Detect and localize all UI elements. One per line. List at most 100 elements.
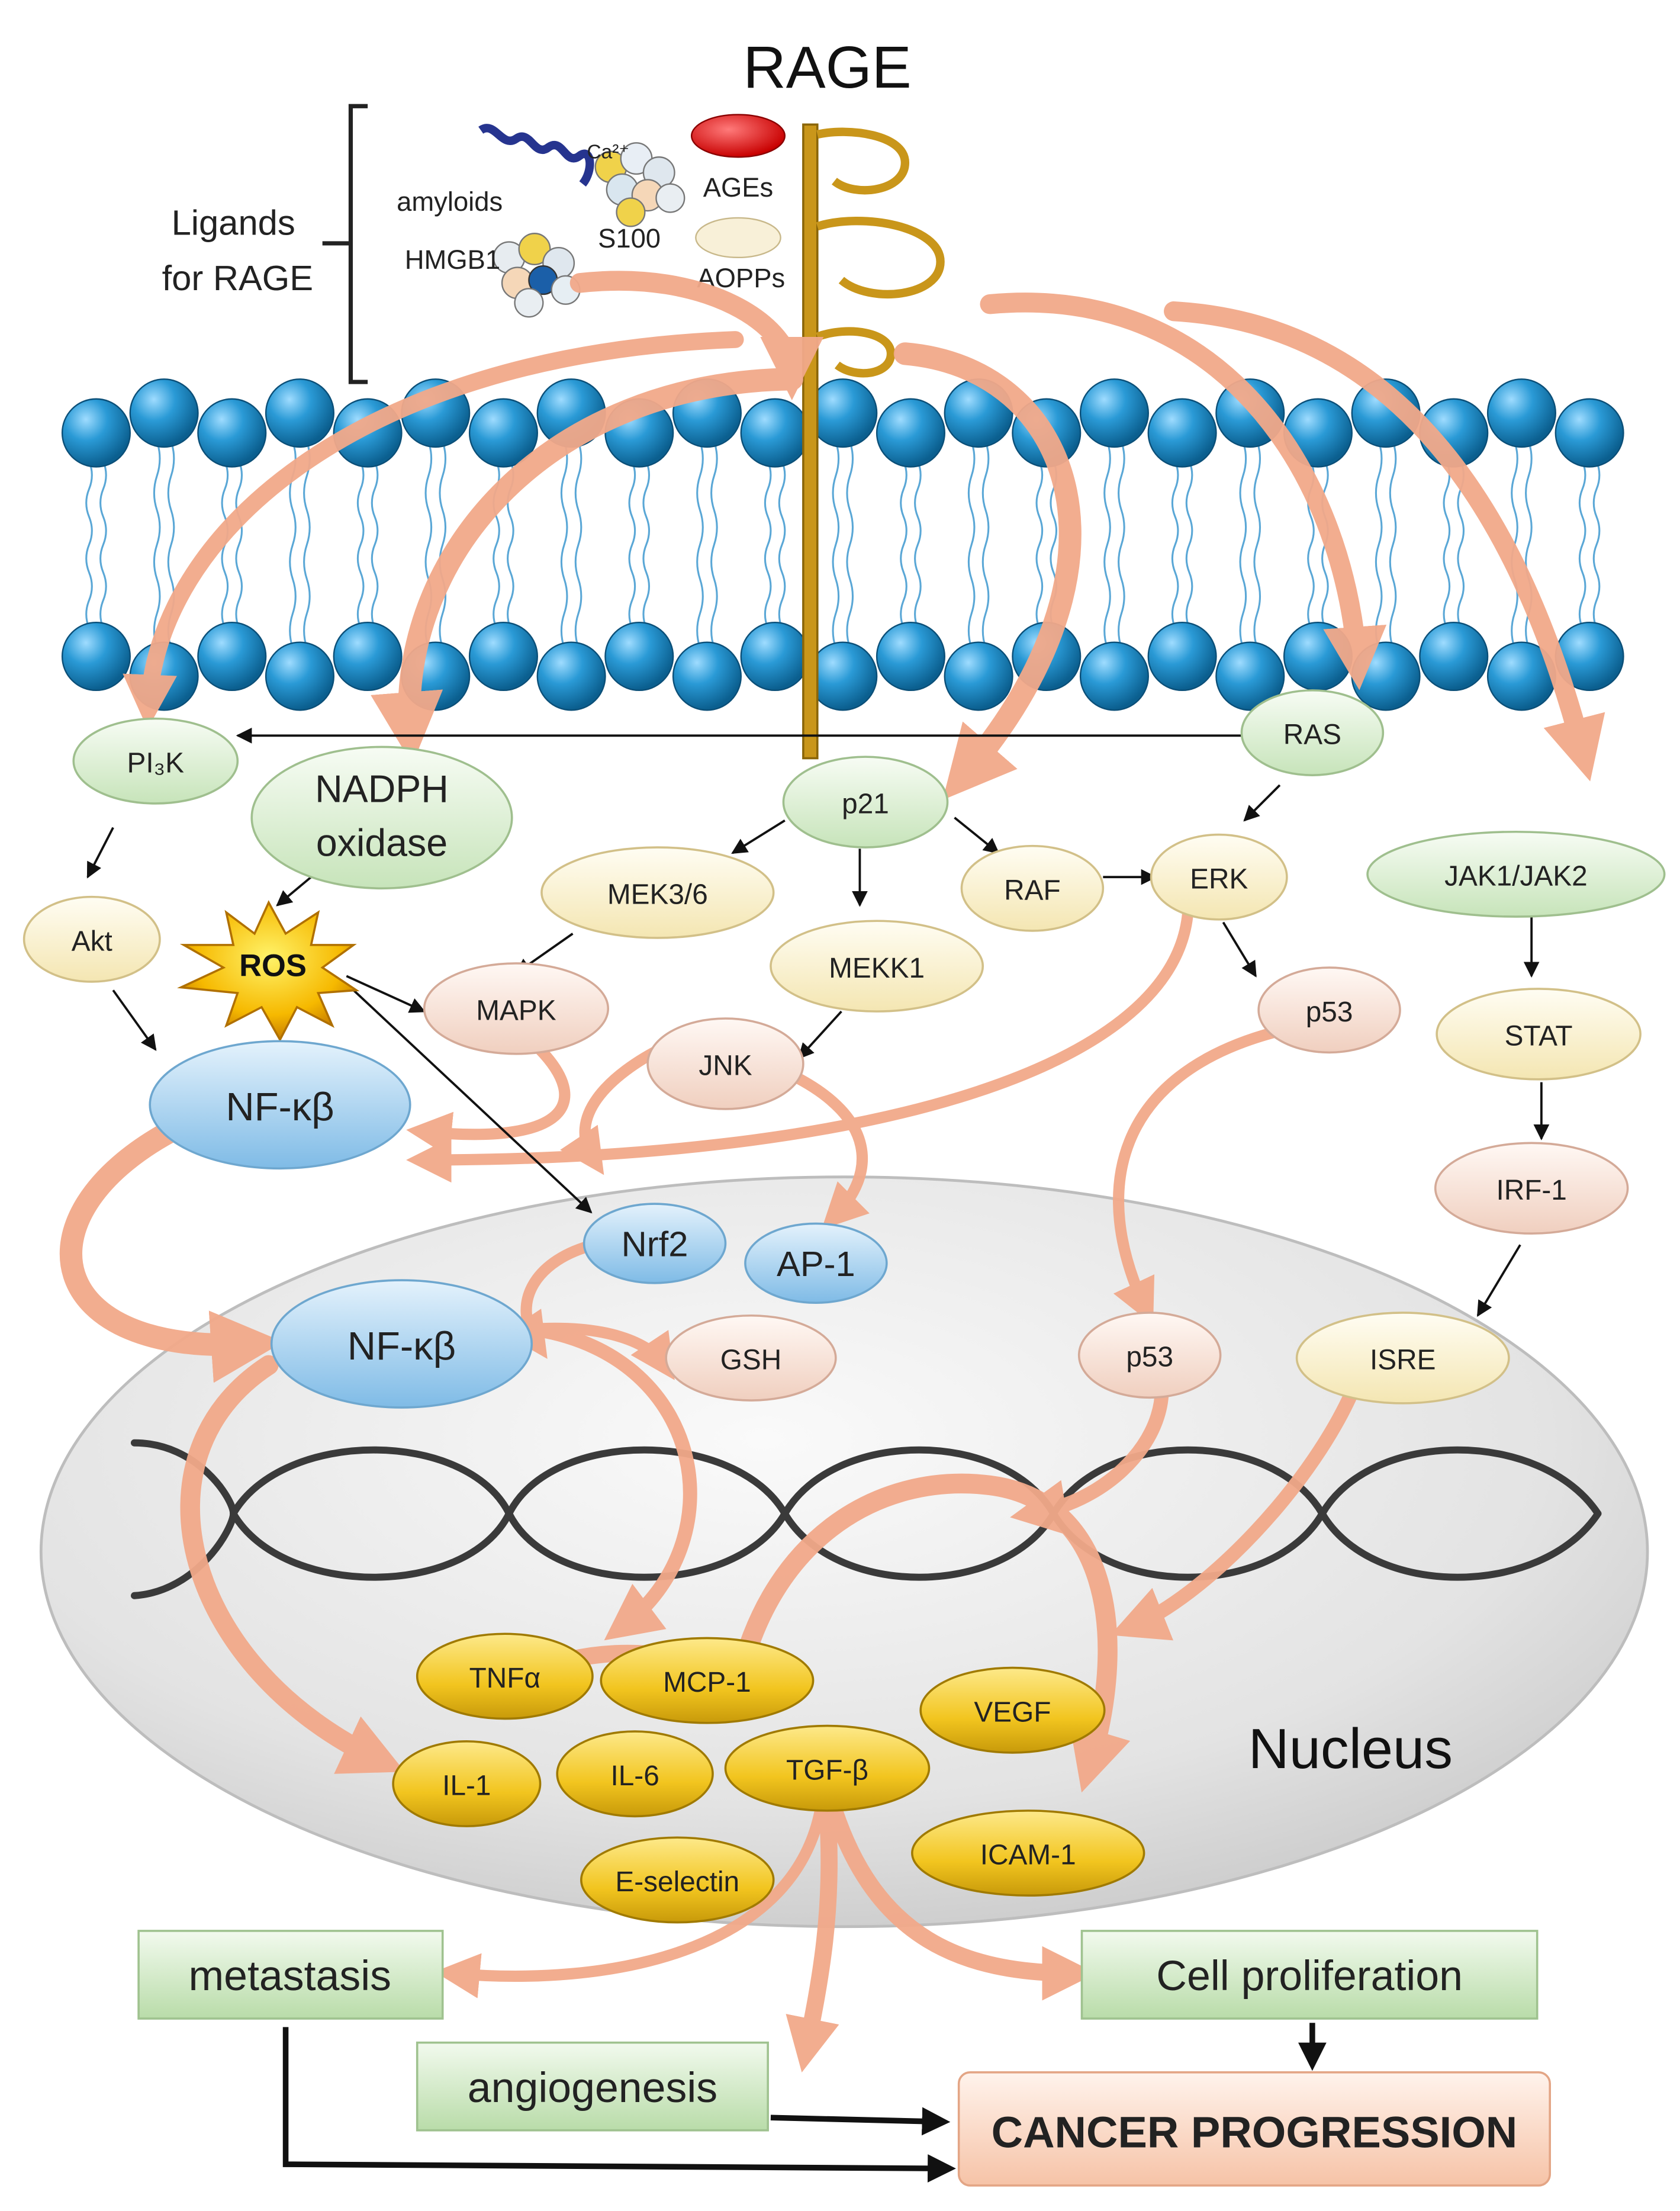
gene-tnfa: TNFα (416, 1632, 594, 1720)
phospholipid-head (536, 641, 606, 711)
outcome-cell-proliferation: Cell proliferation (1080, 1930, 1539, 2020)
ligands-label: Ligands (172, 203, 295, 243)
gene-vegf: VEGF (919, 1666, 1106, 1754)
gene-eselectin: E-selectin (580, 1836, 775, 1924)
phospholipid-head (129, 378, 199, 448)
phospholipid-head (1079, 641, 1149, 711)
gene-mcp1: MCP-1 (600, 1637, 815, 1724)
phospholipid-head (333, 621, 403, 692)
calcium-label: Ca²⁺ (587, 142, 629, 163)
svg-text:p21: p21 (842, 789, 889, 820)
svg-text:p53: p53 (1126, 1342, 1173, 1373)
outcome-arrows (282, 2023, 1327, 2183)
phospholipid-head (1555, 398, 1624, 468)
hmgb1-protein-icon (493, 233, 581, 318)
rage-title: RAGE (743, 34, 911, 101)
svg-text:IL-6: IL-6 (610, 1760, 659, 1792)
svg-text:ERK: ERK (1190, 863, 1248, 895)
nfkb-nucleus-node: NF-κβ (270, 1279, 533, 1409)
svg-text:MEK3/6: MEK3/6 (607, 879, 708, 911)
svg-text:IL-1: IL-1 (442, 1770, 491, 1802)
gene-il1: IL-1 (392, 1740, 542, 1827)
mek36-node: MEK3/6 (540, 846, 775, 939)
p53-nucleus-node: p53 (1077, 1312, 1222, 1399)
stat-node: STAT (1436, 988, 1642, 1081)
svg-text:MEKK1: MEKK1 (829, 953, 925, 984)
phospholipid-head (265, 641, 334, 711)
svg-text:STAT: STAT (1505, 1020, 1573, 1052)
phospholipid-head (1079, 378, 1149, 448)
nadph-oxidase-node: NADPH oxidase (250, 745, 513, 890)
phospholipid-head (468, 398, 538, 468)
svg-text:TNFα: TNFα (469, 1663, 540, 1694)
nfkb-cytoplasm-node: NF-κβ (149, 1040, 411, 1170)
s100-label: S100 (598, 223, 661, 253)
ros-node: ROS (177, 900, 360, 1042)
phospholipid-head (808, 641, 878, 711)
svg-text:RAF: RAF (1004, 875, 1061, 906)
ligands-bracket (322, 104, 368, 384)
cell-membrane (61, 378, 1624, 711)
hmgb1-label: HMGB1 (405, 245, 500, 275)
ages-icon (690, 114, 786, 158)
signal-arrows (59, 271, 1605, 2072)
phospholipid-head (740, 398, 810, 468)
rage-receptor (802, 123, 945, 760)
svg-text:ROS: ROS (239, 948, 307, 983)
phospholipid-head (604, 621, 674, 692)
gene-il6: IL-6 (556, 1730, 714, 1818)
erk-node: ERK (1150, 833, 1288, 921)
ap1-node: AP-1 (744, 1222, 888, 1304)
svg-text:CANCER PROGRESSION: CANCER PROGRESSION (992, 2107, 1518, 2157)
ras-node: RAS (1240, 689, 1385, 776)
gsh-node: GSH (665, 1314, 837, 1402)
svg-text:IRF-1: IRF-1 (1496, 1175, 1566, 1206)
p53-cytoplasm-node: p53 (1257, 966, 1401, 1054)
svg-text:E-selectin: E-selectin (615, 1866, 739, 1898)
outcome-cancer-progression: CANCER PROGRESSION (957, 2071, 1552, 2187)
phospholipid-head (1419, 621, 1489, 692)
outcome-angiogenesis: angiogenesis (416, 2041, 769, 2132)
phospholipid-head (1215, 641, 1285, 711)
jak-node: JAK1/JAK2 (1366, 830, 1666, 918)
ligands-label-2: for RAGE (162, 258, 314, 298)
mapk-node: MAPK (423, 962, 610, 1055)
raf-node: RAF (960, 844, 1105, 932)
phospholipid-head (61, 398, 131, 468)
svg-text:oxidase: oxidase (316, 821, 448, 864)
phospholipid-head (1147, 621, 1217, 692)
jnk-node: JNK (646, 1017, 804, 1110)
regulation-arrows (86, 727, 1550, 1317)
svg-text:VEGF: VEGF (974, 1696, 1051, 1728)
svg-text:RAS: RAS (1283, 719, 1341, 751)
svg-text:p53: p53 (1306, 997, 1353, 1028)
svg-text:ISRE: ISRE (1370, 1345, 1436, 1376)
svg-text:JNK: JNK (699, 1050, 752, 1082)
phospholipid-head (197, 398, 267, 468)
svg-text:angiogenesis: angiogenesis (468, 2064, 717, 2112)
nrf2-node: Nrf2 (582, 1203, 727, 1284)
aopps-icon (695, 217, 781, 259)
svg-text:JAK1/JAK2: JAK1/JAK2 (1444, 861, 1588, 892)
phospholipid-head (808, 378, 878, 448)
irf1-node: IRF-1 (1434, 1142, 1629, 1235)
phospholipid-head (876, 621, 945, 692)
gene-icam1: ICAM-1 (911, 1810, 1145, 1897)
isre-node: ISRE (1295, 1312, 1510, 1405)
svg-text:Nrf2: Nrf2 (622, 1224, 688, 1264)
svg-text:TGF-β: TGF-β (786, 1754, 868, 1786)
svg-text:PI₃K: PI₃K (127, 747, 185, 779)
svg-text:MCP-1: MCP-1 (663, 1667, 751, 1698)
phospholipid-head (468, 621, 538, 692)
svg-text:Akt: Akt (72, 925, 112, 957)
svg-text:MAPK: MAPK (476, 995, 556, 1026)
phospholipid-head (740, 621, 810, 692)
phospholipid-head (265, 378, 334, 448)
phospholipid-head (944, 641, 1013, 711)
phospholipid-head (876, 398, 945, 468)
mekk1-node: MEKK1 (770, 920, 984, 1013)
phospholipid-head (61, 621, 131, 692)
svg-text:NF-κβ: NF-κβ (226, 1085, 334, 1129)
p21-node: p21 (782, 756, 949, 849)
